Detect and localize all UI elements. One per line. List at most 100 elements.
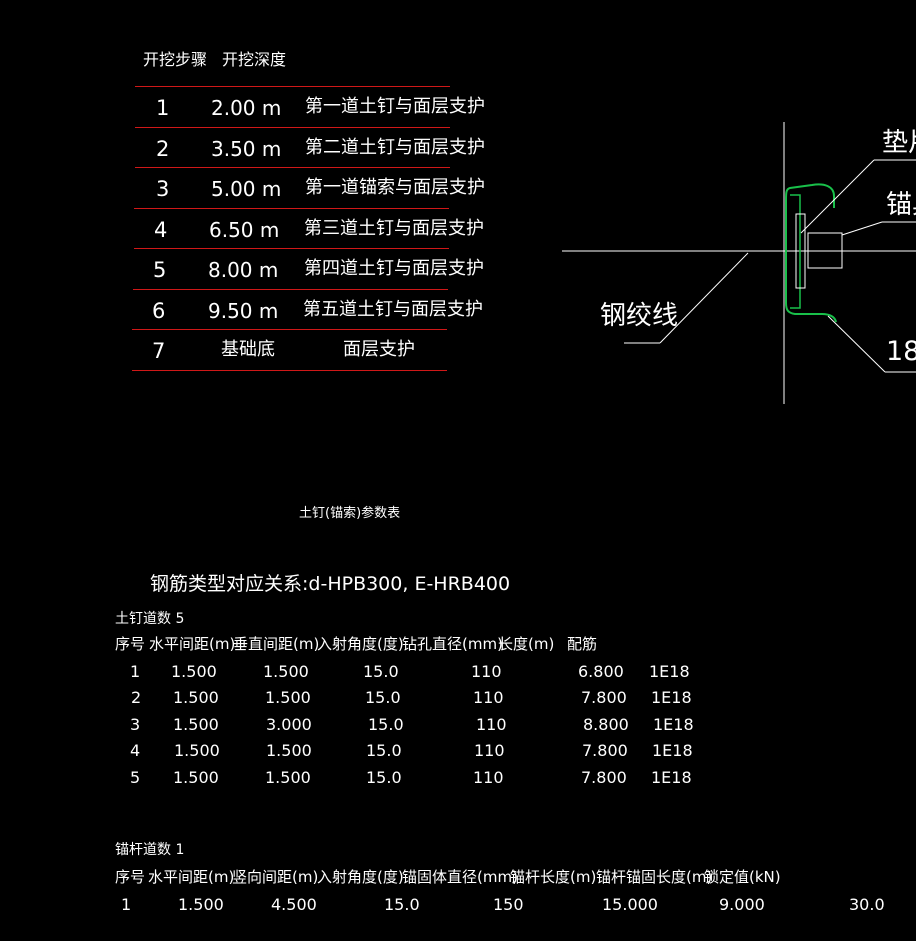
step-depth: 9.50 m [208,299,279,323]
wedge-plate-bracket [785,183,837,323]
cell: 1.500 [263,662,309,681]
cell: 15.0 [368,715,404,734]
table-rule [135,86,450,87]
nail-header-h-spacing: 水平间距(m) [149,635,236,653]
cell: 8.800 [583,715,629,734]
anchor-header-body-diameter: 锚固体直径(mm) [402,868,518,886]
anchor-header-lock-value: 锁定值(kN) [704,868,781,886]
pad-label: 垫片 [882,128,916,158]
cell: 1E18 [651,688,692,707]
cell: 1.500 [173,715,219,734]
pad-leader [800,159,875,234]
cell: 1.500 [178,895,224,914]
cell: 9.000 [719,895,765,914]
table-rule [135,167,450,168]
cell: 150 [493,895,524,914]
cell: 30.0 [849,895,885,914]
cell: 1E18 [653,715,694,734]
anchor-block [807,232,843,269]
cell: 6.800 [578,662,624,681]
step-description: 第四道土钉与面层支护 [304,258,484,279]
cell: 2 [131,688,142,707]
cell: 110 [473,768,504,787]
nail-header-diameter: 钻孔直径(mm) [402,635,503,653]
cell: 3.000 [266,715,312,734]
nail-header-index: 序号 [115,635,146,653]
table-rule [135,127,450,128]
cell: 1.500 [265,768,311,787]
cell: 1.500 [173,688,219,707]
cell: 1 [130,662,141,681]
bracket-inner [790,194,801,309]
step-number: 6 [152,299,166,323]
table-rule [134,208,449,209]
cell: 110 [476,715,507,734]
step-depth: 5.00 m [211,177,282,201]
nail-header-angle: 入射角度(度) [317,635,404,653]
table-rule [132,329,447,330]
step-depth: 3.50 m [211,137,282,161]
nail-header-length: 长度(m) [498,635,555,653]
anchor-label: 锚具 [886,190,916,220]
step-number: 3 [156,177,170,201]
step-description: 第三道土钉与面层支护 [304,218,484,239]
cell: 15.000 [602,895,658,914]
cell: 1.500 [173,768,219,787]
anchor-header-v-spacing: 竖向间距(m) [232,868,319,886]
param-table-title: 土钉(锚索)参数表 [299,506,401,521]
strand-label: 钢绞线 [600,301,679,331]
cell: 7.800 [581,688,627,707]
cell: 110 [471,662,502,681]
anchor-header-angle: 入射角度(度) [317,868,404,886]
step-number: 2 [156,137,170,161]
number-leader [827,315,886,373]
step-description: 第二道土钉与面层支护 [305,137,485,158]
table-rule [133,289,448,290]
cell: 15.0 [384,895,420,914]
cell: 15.0 [366,768,402,787]
cell: 110 [474,741,505,760]
table-rule [132,370,447,371]
header-step: 开挖步骤 [143,50,208,69]
cell: 3 [130,715,141,734]
nail-header-v-spacing: 垂直间距(m) [233,635,320,653]
step-description: 第一道土钉与面层支护 [305,96,485,117]
step-number: 7 [152,339,166,363]
step-description: 第一道锚索与面层支护 [305,177,485,198]
cell: 4 [130,741,141,760]
step-depth: 基础底 [221,339,275,360]
cell: 7.800 [582,741,628,760]
cell: 1.500 [171,662,217,681]
cell: 15.0 [366,741,402,760]
table-rule [134,248,449,249]
cell: 15.0 [363,662,399,681]
cell: 1.500 [174,741,220,760]
anchor-header-length: 锚杆长度(m) [510,868,597,886]
step-number: 4 [154,218,168,242]
step-description: 第五道土钉与面层支护 [303,299,483,320]
rebar-relation: 钢筋类型对应关系:d-HPB300, E-HRB400 [150,573,511,595]
nail-header-rebar: 配筋 [567,635,598,653]
header-depth: 开挖深度 [222,50,287,69]
step-description: 面层支护 [343,339,415,360]
cell: 110 [473,688,504,707]
anchor-leader [841,221,883,236]
cell: 15.0 [365,688,401,707]
step-depth: 2.00 m [211,96,282,120]
pad-plate [795,213,806,289]
step-depth: 6.50 m [209,218,280,242]
cell: 1 [121,895,132,914]
anchor-header-bond-length: 锚杆锚固长度(m) [596,868,713,886]
anchor-header-index: 序号 [115,868,146,886]
number-label: 18 [886,336,916,367]
cell: 1E18 [649,662,690,681]
nail-count: 土钉道数 5 [115,611,185,627]
cell: 5 [130,768,141,787]
strand-leader [659,252,749,344]
cell: 1E18 [652,741,693,760]
cell: 7.800 [581,768,627,787]
cell: 1E18 [651,768,692,787]
cell: 1.500 [265,688,311,707]
